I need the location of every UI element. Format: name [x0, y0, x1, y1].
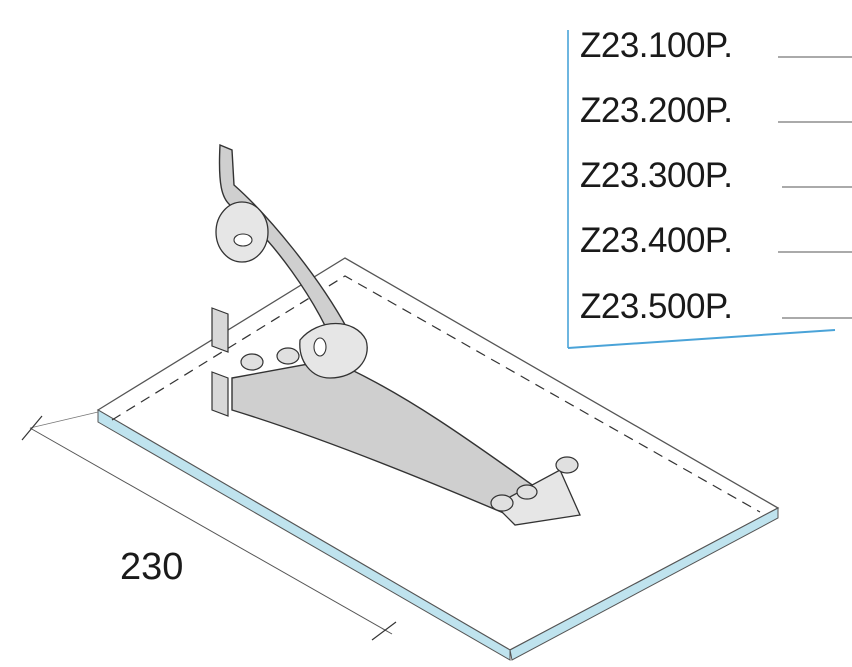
- rear-bracket-arm: [218, 143, 349, 363]
- glass-shelf-front-edge: [97, 409, 511, 661]
- dimension-extension-top: [29, 411, 99, 429]
- upper-clamp-hole: [313, 337, 327, 357]
- upper-clamp: [299, 322, 368, 379]
- part-code-5: Z23.500P.: [580, 287, 733, 326]
- dimension-tick-left: [21, 415, 43, 441]
- screw-knob-2: [276, 347, 300, 365]
- part-code-1: Z23.100P.: [580, 26, 733, 65]
- glass-shelf-side-edge: [509, 507, 779, 661]
- upright-rail-lower: [211, 371, 229, 417]
- screw-knob-1: [240, 353, 264, 371]
- shelf-dashed-outline: [111, 275, 761, 513]
- rear-clamp-hole: [233, 233, 253, 247]
- front-clamp: [493, 469, 581, 526]
- dimension-tick-right: [371, 621, 397, 641]
- upright-rail-left: [211, 307, 229, 353]
- codes-bracket-bottom: [567, 329, 836, 349]
- screw-knob-4: [555, 456, 579, 474]
- dimension-label: 230: [120, 546, 184, 588]
- rear-bracket-clamp: [215, 201, 269, 263]
- dimension-line: [29, 427, 393, 635]
- part-code-3: Z23.300P.: [580, 156, 733, 195]
- part-code-2: Z23.200P.: [580, 91, 733, 130]
- screw-knob-5: [516, 484, 538, 500]
- part-code-4: Z23.400P.: [580, 221, 733, 260]
- screw-knob-3: [490, 494, 514, 512]
